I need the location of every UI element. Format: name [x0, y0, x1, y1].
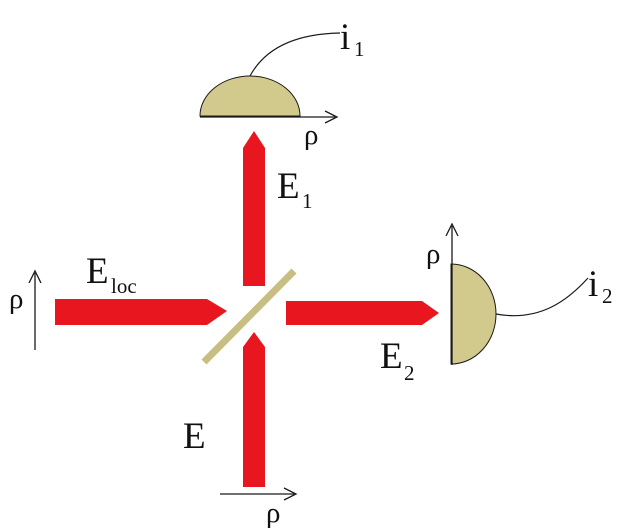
rho-axis-right-arrowhead — [445, 222, 459, 237]
output-beam-1 — [243, 131, 265, 286]
rho-axis-top-arrowhead — [324, 110, 339, 124]
current-label-1-subscript: 1 — [354, 37, 365, 61]
rho-axis-bottom-arrowhead — [283, 487, 298, 501]
rho-axis-left-arrowhead — [28, 269, 42, 284]
field-label-e1-subscript: 1 — [302, 189, 313, 213]
rho-label-right: ρ — [426, 238, 440, 270]
signal-beam — [243, 332, 265, 487]
detector-1-wire — [249, 32, 341, 77]
field-label-e1: E — [277, 166, 300, 207]
current-label-1: i — [340, 17, 350, 58]
rho-label-top: ρ — [304, 119, 318, 151]
field-label-e2: E — [380, 336, 403, 377]
detector-1 — [199, 75, 301, 117]
rho-label-bottom: ρ — [266, 497, 280, 529]
field-label-eloc: E — [86, 251, 109, 292]
output-beam-2 — [286, 301, 439, 325]
current-label-2: i — [588, 264, 598, 305]
field-label-e2-subscript: 2 — [404, 361, 415, 385]
current-label-2-subscript: 2 — [602, 284, 613, 308]
field-label-eloc-subscript: loc — [111, 274, 137, 298]
detector-2-wire — [495, 277, 589, 317]
detector-2 — [450, 263, 497, 365]
local-oscillator-beam — [55, 299, 227, 325]
field-label-e: E — [183, 416, 206, 457]
beam-splitter — [201, 268, 297, 365]
rho-label-left: ρ — [9, 283, 23, 315]
